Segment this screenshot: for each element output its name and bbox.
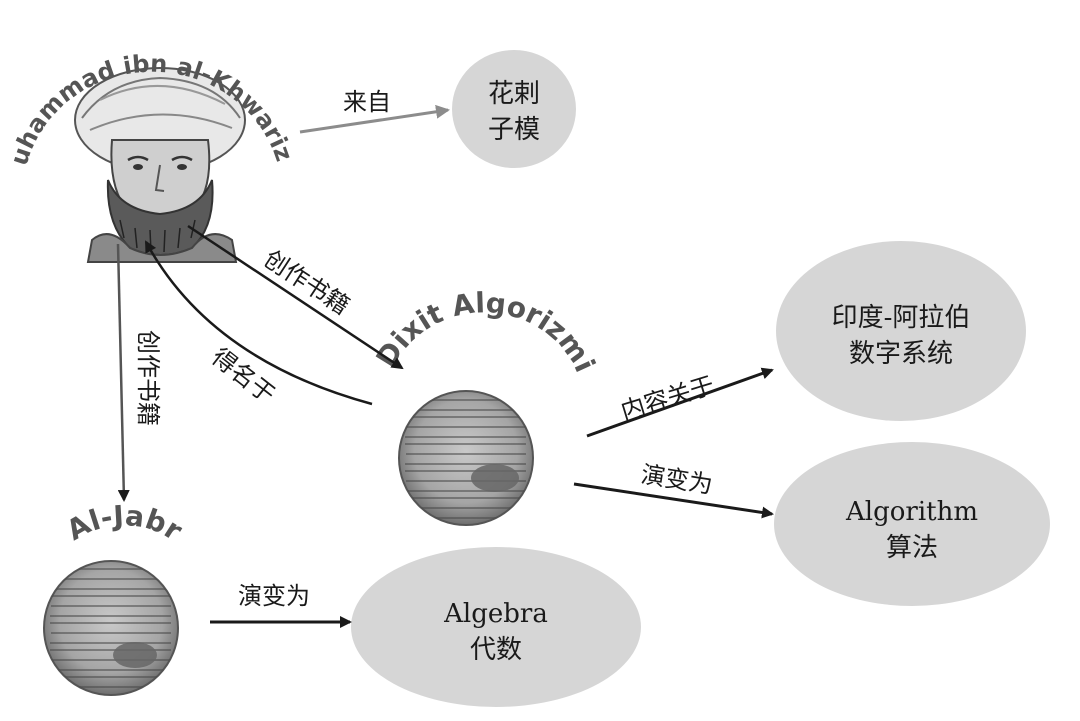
manuscript-text-line [405, 416, 526, 418]
node-khwarezm-line2: 子模 [488, 115, 540, 145]
node-hindu-arabic-line1: 印度-阿拉伯 [832, 303, 971, 333]
node-algebra: Algebra 代数 [351, 547, 641, 707]
manuscript-icon [43, 560, 179, 696]
edge-label-evolved-1: 演变为 [639, 460, 714, 499]
manuscript-text-line [50, 622, 171, 624]
node-khwarezm: 花剌 子模 [452, 50, 576, 168]
arrow-from [299, 104, 450, 134]
node-khwarezm-line1: 花剌 [488, 79, 540, 109]
edge-label-from: 来自 [343, 88, 391, 116]
node-hindu-arabic-line2: 数字系统 [849, 339, 953, 369]
manuscript-text-line [405, 409, 526, 411]
manuscript-text-line [50, 669, 171, 671]
node-algorithm-line1: Algorithm [845, 497, 978, 527]
arrow-about [586, 367, 774, 438]
node-algorithm: Algorithm 算法 [774, 442, 1050, 606]
manuscript-text-line [405, 463, 526, 465]
edge-label-about: 内容关于 [618, 371, 718, 426]
portrait-icon [74, 67, 246, 263]
node-hindu-arabic-numerals: 印度-阿拉伯 数字系统 [776, 241, 1026, 421]
manuscript-text-line [50, 588, 171, 590]
manuscript-text-line [50, 642, 171, 644]
arrow-wrote-book-1 [187, 224, 404, 370]
manuscript-text-line [50, 595, 171, 597]
book-title-dixit: Dixit Algorizmi [370, 286, 602, 377]
arrow-wrote-book-2 [116, 243, 130, 502]
node-algebra-line1: Algebra [443, 599, 548, 629]
manuscript-text-line [50, 568, 171, 570]
arrow-evolved-1 [573, 482, 774, 519]
manuscript-text-line [50, 615, 171, 617]
manuscript-text-line [405, 436, 526, 438]
edge-label-evolved-2: 演变为 [238, 582, 310, 610]
manuscript-text-line [405, 517, 526, 519]
manuscript-text-line [50, 676, 171, 678]
manuscript-text-line [405, 490, 526, 492]
node-algorithm-line2: 算法 [886, 533, 938, 563]
manuscript-text-line [405, 443, 526, 445]
manuscript-text-line [405, 497, 526, 499]
manuscript-icon [398, 390, 534, 526]
book-title-aljabr: Al-Jabr [61, 499, 188, 547]
arrow-named-after [144, 240, 373, 406]
edge-label-named-after: 得名于 [206, 343, 280, 409]
node-algebra-line2: 代数 [470, 635, 522, 665]
edge-label-wrote-book-2: 创作书籍 [134, 330, 162, 426]
